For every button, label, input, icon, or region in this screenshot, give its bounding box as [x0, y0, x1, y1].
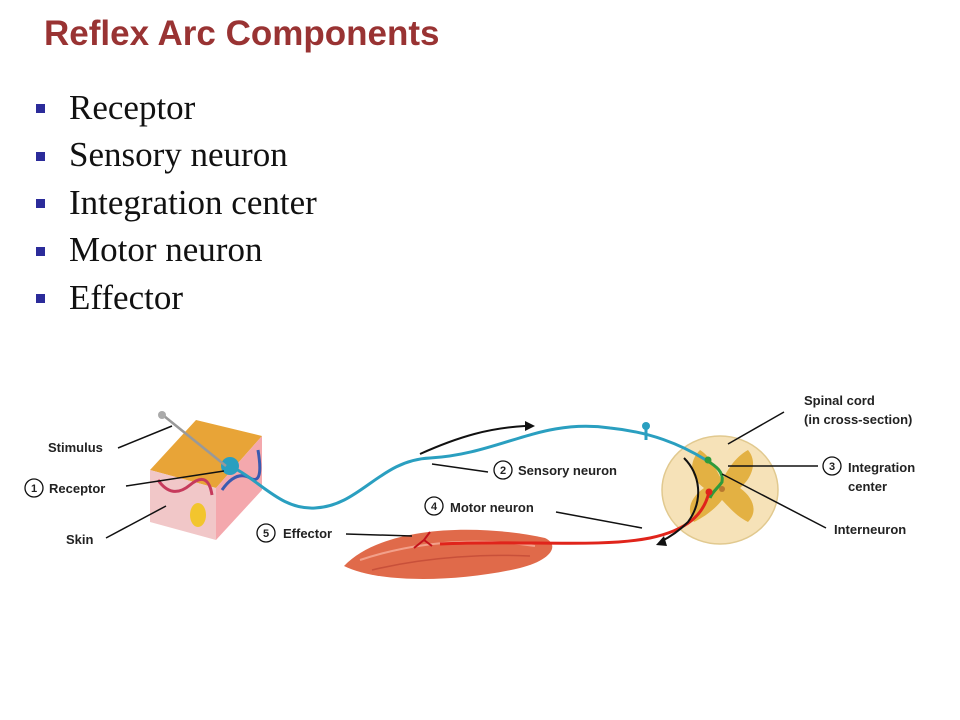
step-number: 4 [431, 501, 438, 513]
label-receptor: Receptor [49, 481, 105, 496]
step-circle [424, 496, 444, 516]
skin-leader [105, 505, 167, 539]
label-stimulus: Stimulus [48, 440, 103, 455]
sensory-neuron-path [229, 422, 707, 510]
pin-shaft [163, 415, 227, 467]
bullet-item-motor-neuron: Motor neuron [36, 227, 317, 275]
step-circle [256, 523, 276, 543]
label-spinal-cord: Spinal cord [804, 393, 875, 408]
muscle-fiber [371, 554, 531, 571]
step-number: 2 [500, 465, 506, 477]
receptor-leader [125, 470, 225, 487]
skin-side-face [216, 436, 262, 540]
bullet-text: Effector [69, 277, 184, 317]
motor-neuron-axon [439, 491, 711, 546]
label-effector: Effector [283, 526, 332, 541]
label-integration-center-line2: center [848, 479, 887, 494]
step-number: 3 [829, 461, 835, 473]
skin-block [150, 420, 262, 540]
sensory-neuron-axon [229, 424, 707, 510]
bullet-list: Receptor Sensory neuron Integration cent… [36, 84, 317, 322]
label-skin: Skin [66, 532, 94, 547]
step-circle [24, 478, 44, 498]
bullet-item-integration-center: Integration center [36, 179, 317, 227]
label-integration-center: Integration [848, 460, 915, 475]
step-circle [822, 456, 842, 476]
slide-title: Reflex Arc Components [44, 14, 440, 53]
label-interneuron: Interneuron [834, 522, 906, 537]
bullet-marker [36, 151, 45, 161]
dorsal-root-ganglion [642, 422, 650, 430]
skin-gland [190, 503, 206, 527]
stimulus-leader [117, 425, 173, 449]
step-number: 5 [263, 528, 269, 540]
bullet-text: Sensory neuron [69, 135, 288, 175]
step-badge-motor-neuron: 4 [424, 496, 444, 516]
label-spinal-cord-subtitle: (in cross-section) [804, 412, 912, 427]
step-badge-receptor: 1 [24, 478, 44, 498]
label-sensory-neuron: Sensory neuron [518, 463, 617, 478]
bullet-marker [36, 246, 45, 256]
skin-top-surface [150, 420, 262, 488]
step-badge-integration: 3 [822, 456, 842, 476]
bullet-text: Motor neuron [69, 230, 263, 270]
bullet-marker [36, 294, 45, 304]
motor-neuron-leader [555, 511, 643, 529]
sensory-neuron-leader [431, 463, 489, 473]
bullet-item-receptor: Receptor [36, 84, 317, 132]
motor-neuron-soma [705, 488, 713, 496]
stimulus-pin [158, 411, 227, 467]
step-number: 1 [31, 483, 37, 495]
spinal-cord-leader [727, 411, 785, 445]
bullet-text: Receptor [69, 87, 196, 127]
bullet-marker [36, 199, 45, 209]
effector-leader [345, 533, 413, 537]
motor-end-plate [413, 531, 433, 549]
step-badge-effector: 5 [256, 523, 276, 543]
motor-direction-arrow [659, 457, 700, 543]
sensory-direction-arrow [419, 425, 526, 455]
skin-vessel [156, 477, 214, 496]
label-motor-neuron: Motor neuron [450, 500, 534, 515]
arrowhead [656, 536, 667, 546]
central-canal [719, 486, 725, 492]
bullet-marker [36, 104, 45, 114]
bullet-item-effector: Effector [36, 274, 317, 322]
step-badge-sensory-neuron: 2 [493, 460, 513, 480]
interneuron-leader [721, 473, 827, 529]
interneuron-synapse [704, 456, 712, 464]
interneuron-path [705, 458, 724, 499]
step-circle [493, 460, 513, 480]
pin-head [158, 411, 166, 419]
bullet-item-sensory-neuron: Sensory neuron [36, 132, 317, 180]
muscle-effector [344, 529, 553, 579]
arrowhead [525, 421, 535, 431]
bullet-text: Integration center [69, 182, 317, 222]
